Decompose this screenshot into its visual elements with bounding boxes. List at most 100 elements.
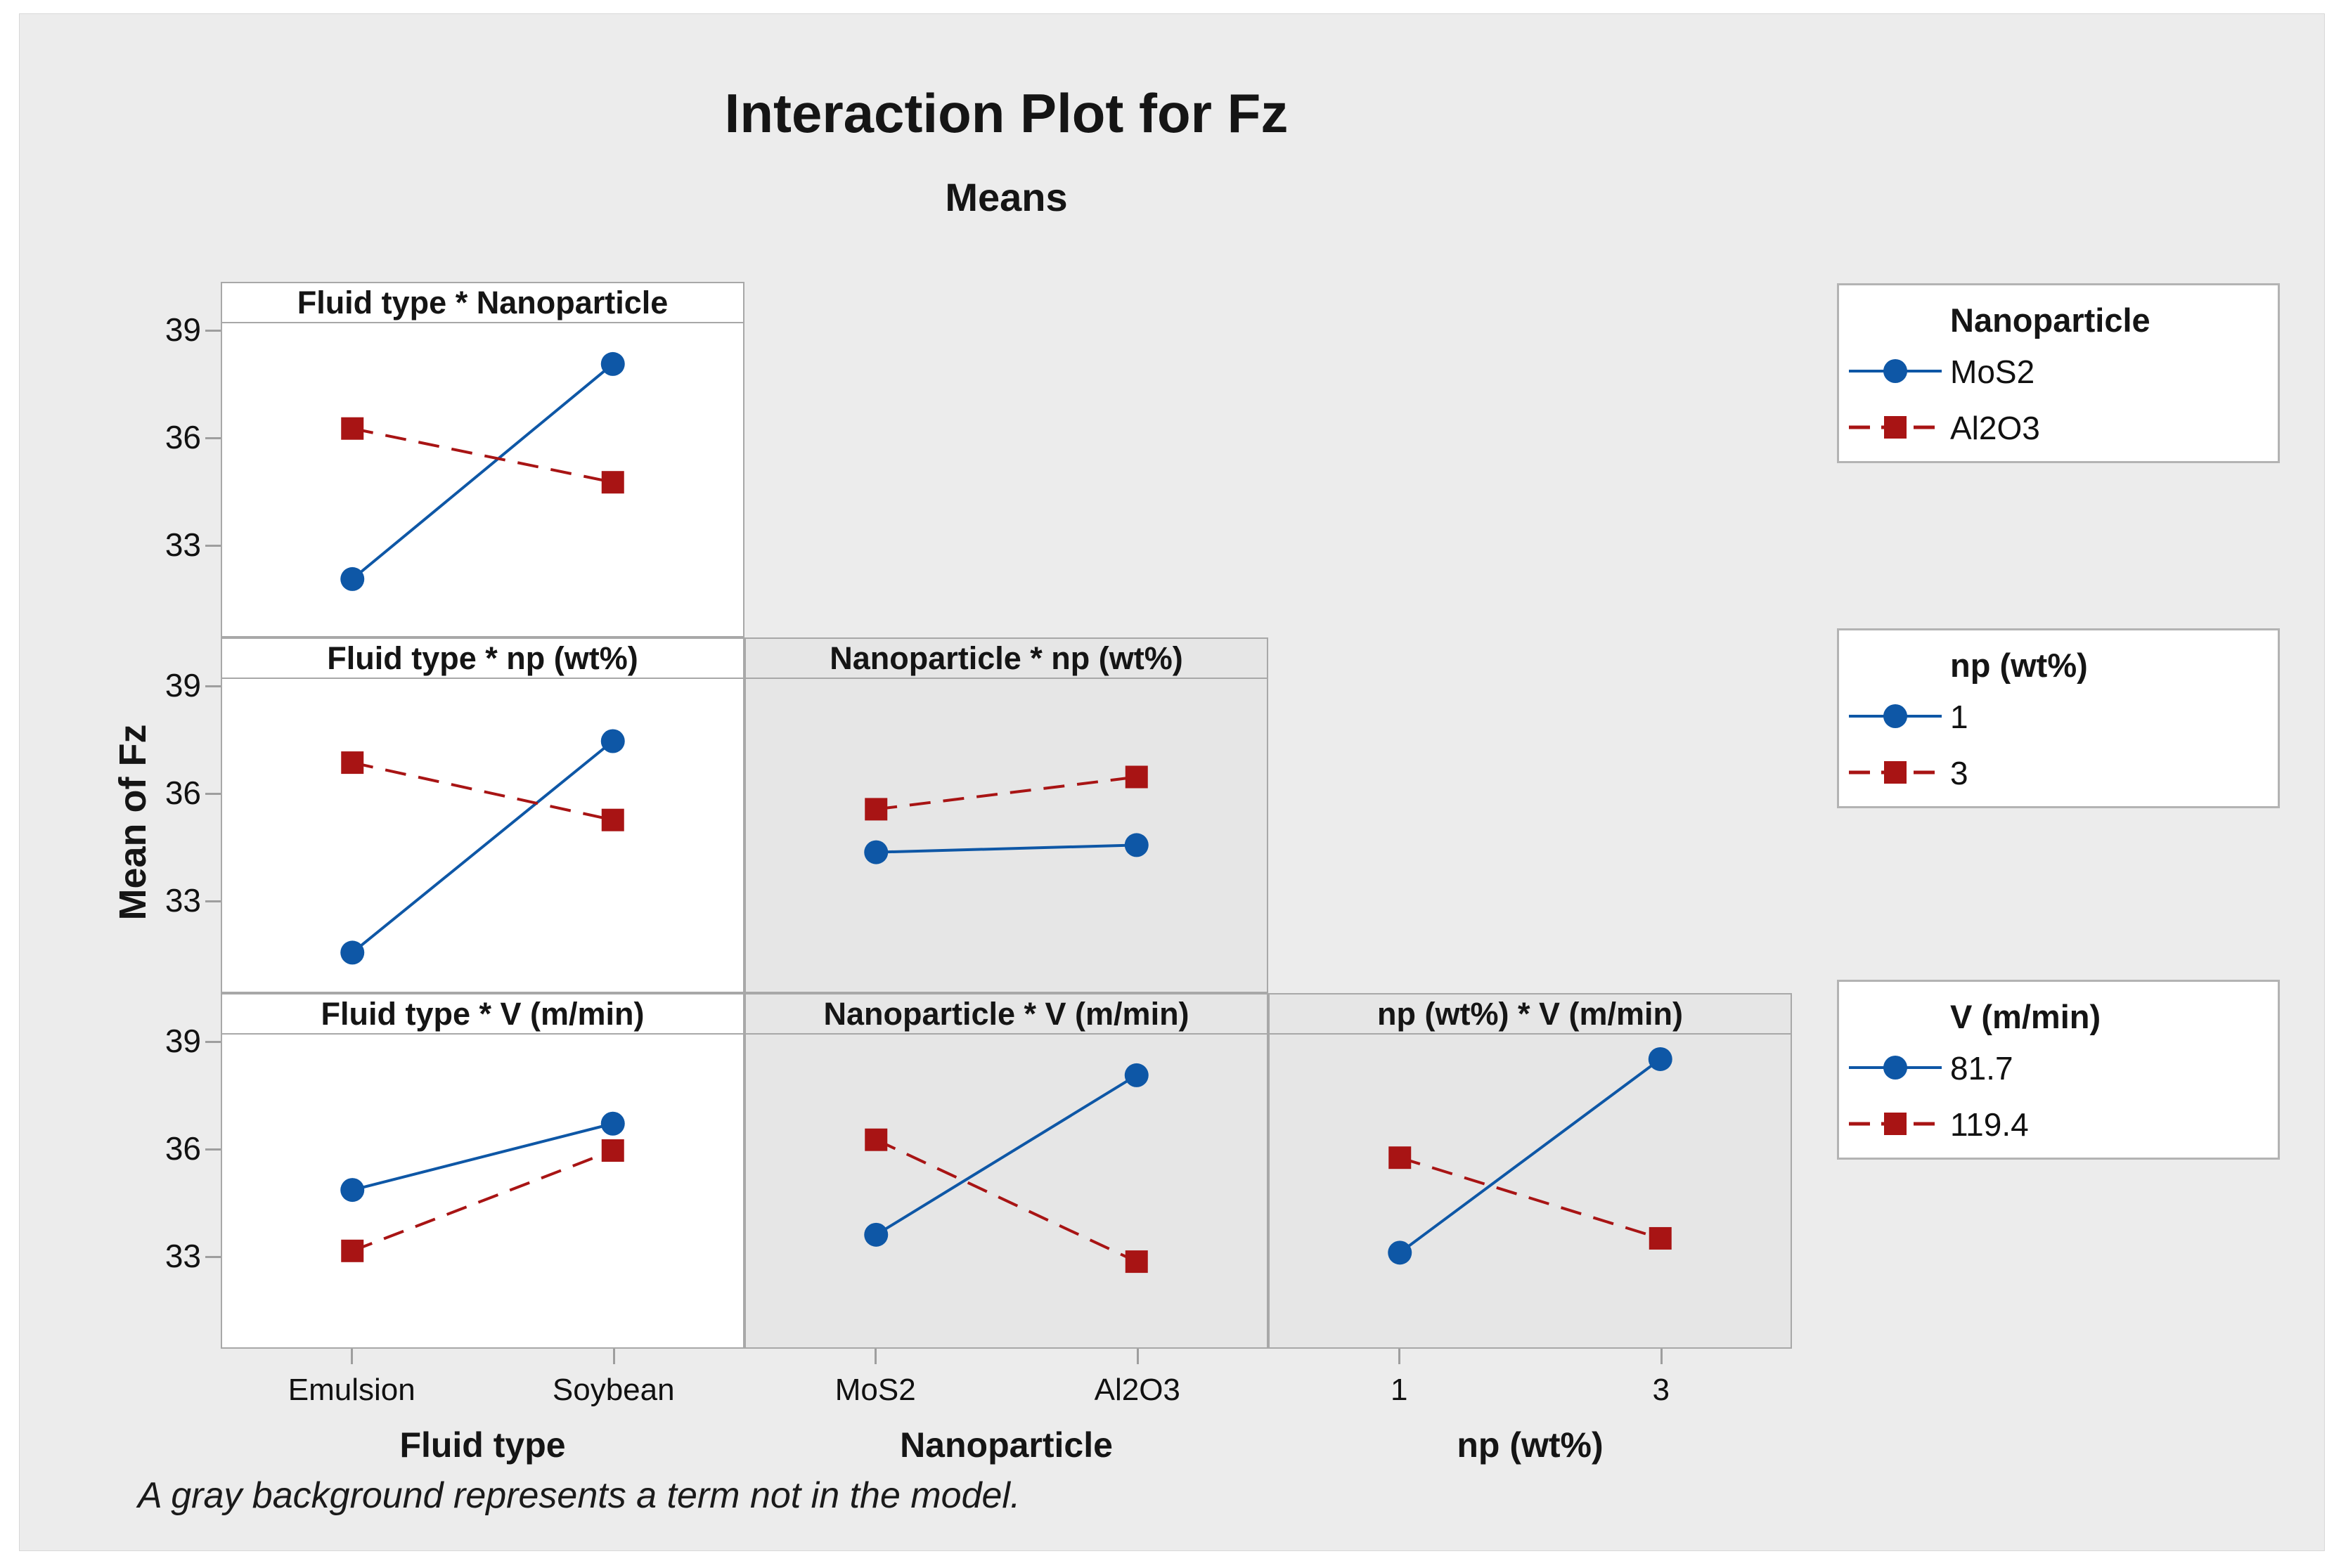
x-tick-mark: [1660, 1349, 1663, 1364]
data-point-3-35.3: [601, 808, 624, 831]
data-point-119.4-32.9: [1125, 1250, 1148, 1274]
y-tick-label-39: 39: [165, 1023, 201, 1059]
legend-symbol-solid-circle: [1849, 359, 1942, 383]
y-tick-label-39: 39: [165, 667, 201, 704]
series-line-3: [352, 761, 614, 822]
panel-title-strip: Fluid type * V (m/min): [222, 994, 743, 1035]
footnote: A gray background represents a term not …: [138, 1475, 1021, 1516]
legend-symbol-solid-circle: [1849, 1056, 1942, 1080]
x-category-label-Emulsion: Emulsion: [288, 1373, 415, 1407]
legend-np-wt: np (wt%) 1 3: [1837, 628, 2280, 808]
data-point-3-36.9: [341, 751, 364, 775]
panel-fluid-type-nanoparticle: Fluid type * Nanoparticle: [221, 282, 744, 637]
y-tick-label-39: 39: [165, 311, 201, 348]
legend-symbol-solid-circle: [1849, 704, 1942, 728]
series-line-Al2O3: [352, 427, 614, 484]
x-axis-title-0: Fluid type: [399, 1425, 566, 1465]
data-point-81.7-34.9: [340, 1178, 365, 1203]
chart-title: Interaction Plot for Fz: [724, 82, 1289, 144]
data-point-119.4-36: [601, 1139, 624, 1162]
panel-title-strip: Fluid type * np (wt%): [222, 639, 743, 679]
data-point-81.7-33.15: [1388, 1240, 1412, 1265]
panel-plot-area: [340, 1111, 625, 1262]
series-line-1: [351, 739, 614, 954]
legend-symbol-dashed-square: [1849, 1113, 1942, 1135]
panel-title: Fluid type * V (m/min): [321, 995, 645, 1032]
legend-entry: 3: [1839, 744, 2278, 801]
panel-title-strip: Nanoparticle * np (wt%): [746, 639, 1267, 679]
legend-entry: 1: [1839, 688, 2278, 744]
y-tick-mark: [205, 1256, 221, 1258]
x-tick-mark: [351, 1349, 354, 1364]
panel-plot-area: [864, 1063, 1149, 1274]
x-category-label-Al2O3: Al2O3: [1094, 1373, 1180, 1407]
data-point-3-35.6: [865, 798, 888, 821]
data-point-1-34.4: [864, 840, 889, 864]
data-point-119.4-33.55: [1649, 1226, 1672, 1250]
data-point-3-36.5: [1125, 765, 1148, 789]
series-line-119.4: [875, 1138, 1137, 1263]
x-tick-mark: [612, 1349, 615, 1364]
series-line-81.7: [875, 1074, 1137, 1236]
data-point-MoS2-38.1: [600, 351, 625, 376]
chart-subtitle: Means: [945, 175, 1068, 219]
series-line-119.4: [352, 1149, 614, 1252]
x-category-label-Soybean: Soybean: [552, 1373, 675, 1407]
legend-entry-label: MoS2: [1950, 354, 2035, 390]
legend-symbol-dashed-square: [1849, 761, 1942, 784]
x-tick-mark: [875, 1349, 877, 1364]
panel-plot-area: [340, 351, 625, 591]
panel-title-strip: np (wt%) * V (m/min): [1270, 994, 1791, 1035]
legend-entry: MoS2: [1839, 343, 2278, 399]
panel-title: Fluid type * np (wt%): [327, 640, 638, 676]
panel-title: Nanoparticle * V (m/min): [823, 995, 1189, 1032]
y-tick-mark: [205, 793, 221, 795]
y-tick-label-33: 33: [165, 526, 201, 563]
y-tick-label-36: 36: [165, 1130, 201, 1167]
panel-title: np (wt%) * V (m/min): [1377, 995, 1683, 1032]
data-point-1-31.6: [340, 940, 365, 965]
x-tick-mark: [1136, 1349, 1139, 1364]
y-tick-mark: [205, 685, 221, 687]
legend-entry: 119.4: [1839, 1096, 2278, 1152]
legend-symbol-dashed-square: [1849, 416, 1942, 439]
y-tick-mark: [205, 900, 221, 902]
legend-title: np (wt%): [1950, 647, 2088, 684]
series-line-119.4: [1399, 1156, 1661, 1240]
data-point-1-34.6: [1124, 833, 1149, 857]
legend-entry: Al2O3: [1839, 399, 2278, 455]
data-point-81.7-38.55: [1648, 1047, 1672, 1071]
x-axis-title-1: Nanoparticle: [900, 1425, 1113, 1465]
legend-entry-label: 1: [1950, 699, 1968, 735]
data-point-MoS2-32.1: [340, 566, 365, 591]
panel-title-strip: Nanoparticle * V (m/min): [746, 994, 1267, 1035]
data-point-119.4-35.8: [1388, 1146, 1412, 1169]
series-line-1: [876, 843, 1137, 854]
panel-nanoparticle-v-m-min-: Nanoparticle * V (m/min): [744, 993, 1268, 1349]
data-point-81.7-38.1: [1124, 1063, 1149, 1087]
legend-title: V (m/min): [1950, 998, 2101, 1035]
data-point-1-37.5: [600, 729, 625, 753]
panel-np-wt-v-m-min-: np (wt%) * V (m/min): [1268, 993, 1792, 1349]
legend-entry-label: Al2O3: [1950, 410, 2040, 446]
legend-entry: 81.7: [1839, 1039, 2278, 1096]
panel-title-strip: Fluid type * Nanoparticle: [222, 283, 743, 323]
panel-title: Fluid type * Nanoparticle: [297, 284, 669, 320]
y-tick-mark: [205, 437, 221, 439]
data-point-81.7-36.75: [600, 1111, 625, 1136]
panel-title: Nanoparticle * np (wt%): [830, 640, 1183, 676]
panel-plot-area: [1388, 1047, 1672, 1265]
y-tick-label-36: 36: [165, 775, 201, 811]
panel-fluid-type-v-m-min-: Fluid type * V (m/min): [221, 993, 744, 1349]
x-category-label-MoS2: MoS2: [834, 1373, 916, 1407]
panel-nanoparticle-np-wt-: Nanoparticle * np (wt%): [744, 637, 1268, 993]
series-line-81.7: [352, 1122, 614, 1192]
y-tick-mark: [205, 1041, 221, 1043]
y-tick-mark: [205, 545, 221, 547]
y-tick-mark: [205, 330, 221, 332]
series-line-MoS2: [351, 363, 614, 581]
plot-canvas: Interaction Plot for Fz Means Mean of Fz…: [19, 13, 2325, 1551]
panel-plot-area: [340, 729, 625, 965]
y-tick-label-33: 33: [165, 1238, 201, 1274]
